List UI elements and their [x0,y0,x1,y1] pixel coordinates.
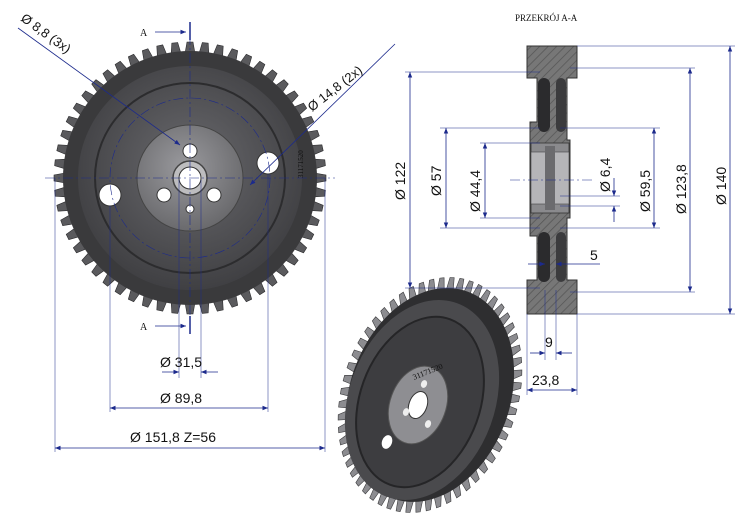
dim-d122: Ø 122 [392,162,408,200]
dim-d140: Ø 140 [713,167,729,205]
section-view: PRZEKRÓJ A-A [392,13,735,395]
dim-d57: Ø 57 [428,165,444,196]
iso-gear-teeth [337,277,523,513]
section-title: PRZEKRÓJ A-A [515,13,578,23]
section-mark-top: A [140,28,148,39]
dim-d123-8: Ø 123,8 [673,164,689,214]
section-groove-upper-r [556,78,566,132]
dim-d6-4: Ø 6,4 [597,158,613,192]
front-gear-tooth [53,41,327,315]
dim-d44-4: Ø 44,4 [467,170,483,212]
iso-gear-tooth [337,277,523,513]
large-hole [256,151,280,175]
section-mark-bottom: A [140,322,148,333]
dim-w9: 9 [545,334,553,350]
iso-small-hole [420,380,428,388]
section-groove-lower-r [556,232,566,282]
small-hole [206,187,222,203]
dim-hole-circle: Ø 89,8 [160,390,202,406]
front-extension-lines [54,174,326,452]
iso-small-hole [402,408,410,416]
front-gear-marking: 31171520 [297,150,305,178]
section-groove-upper [538,78,550,132]
section-extension-lines [405,45,735,395]
dim-w23-8: 23,8 [532,372,559,388]
front-center-lines [45,35,335,322]
front-view: 31171520 A A Ø 8,8 (3x) Ø 14,8 (2x) [17,10,396,452]
large-hole [98,183,122,207]
dim-hole-small: Ø 8,8 (3x) [18,10,74,56]
dim-bore: Ø 31,5 [160,354,202,370]
front-gear-teeth [53,41,327,315]
iso-view: 31171520 [337,277,523,513]
dim-d59-5: Ø 59,5 [637,170,653,212]
iso-gear-bore [407,390,429,420]
iso-small-hole [424,420,432,428]
dim-w5: 5 [590,247,598,263]
iso-large-hole [381,435,393,449]
dim-outer: Ø 151,8 Z=56 [130,429,216,445]
section-groove-lower [538,232,550,282]
small-hole [156,187,172,203]
dim-hole-large: Ø 14,8 (2x) [305,63,365,115]
